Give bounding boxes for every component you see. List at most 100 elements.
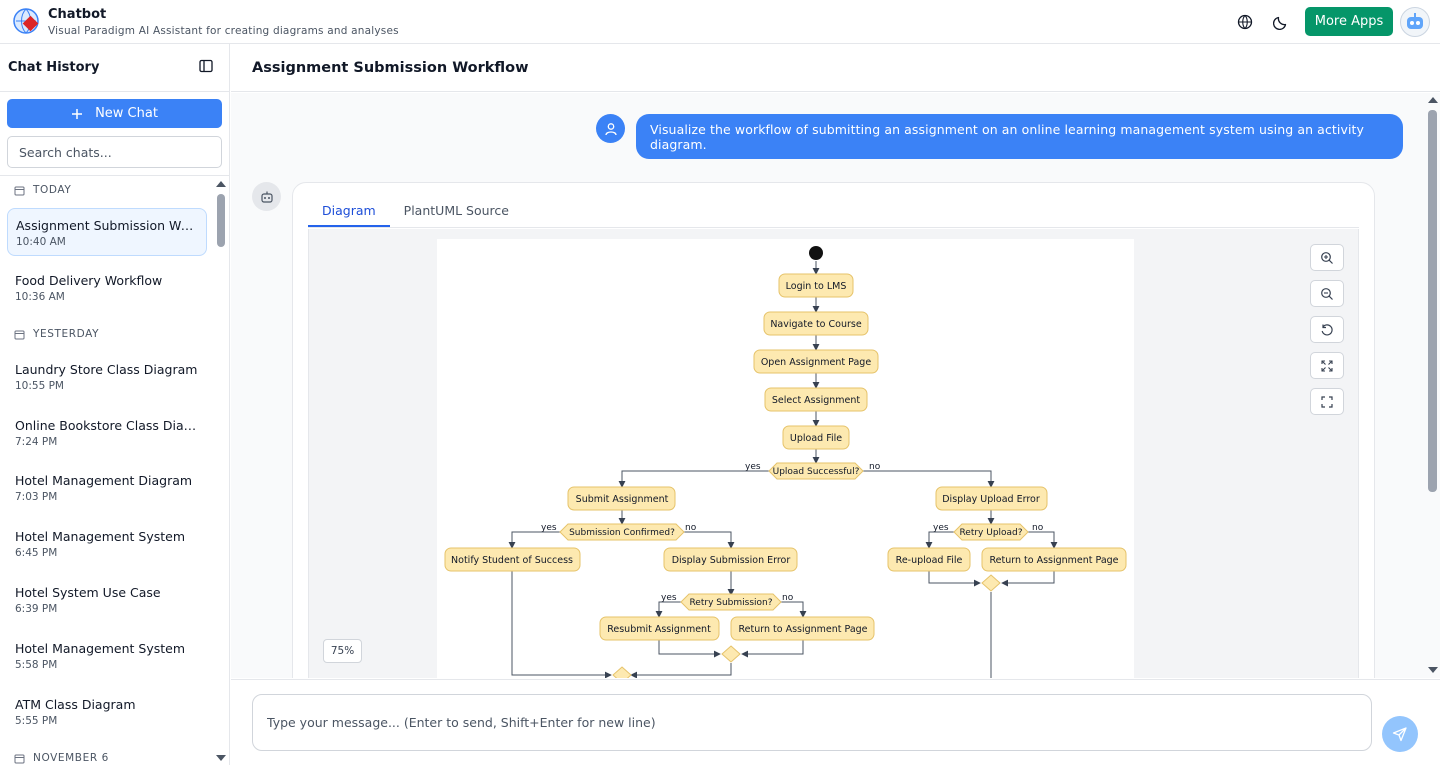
zoom-level-indicator: 75% xyxy=(323,639,362,663)
merge-node xyxy=(721,645,741,663)
svg-text:Open Assignment Page: Open Assignment Page xyxy=(761,357,872,368)
diagram-viewer[interactable]: Login to LMS Navigate to Course Open Ass… xyxy=(308,229,1359,678)
divider xyxy=(0,175,229,176)
action-notify-success: Notify Student of Success xyxy=(444,547,581,572)
scroll-up-icon[interactable] xyxy=(215,180,227,188)
chat-item[interactable]: Food Delivery Workflow 10:36 AM xyxy=(15,273,163,303)
chat-item[interactable]: Hotel Management System 6:45 PM xyxy=(15,529,186,559)
reset-icon xyxy=(1321,323,1333,335)
section-yesterday: YESTERDAY xyxy=(14,328,99,340)
chat-item[interactable]: Assignment Submission Workflow 10:40 AM xyxy=(7,208,207,256)
zoom-in-icon xyxy=(1321,251,1333,264)
svg-text:Navigate to Course: Navigate to Course xyxy=(770,319,862,330)
tab-diagram[interactable]: Diagram xyxy=(308,197,390,227)
message-input[interactable] xyxy=(252,694,1372,751)
app-logo-icon xyxy=(12,7,40,35)
decision-retry-upload: Retry Upload? xyxy=(953,523,1029,541)
zoom-out-icon xyxy=(1321,287,1333,300)
new-chat-button[interactable]: New Chat xyxy=(7,99,222,128)
svg-text:Upload Successful?: Upload Successful? xyxy=(773,467,860,477)
decision-retry-submission: Retry Submission? xyxy=(680,593,782,611)
branch-no-label: no xyxy=(782,593,794,603)
action-display-upload-error: Display Upload Error xyxy=(935,486,1048,511)
svg-text:Select Assignment: Select Assignment xyxy=(772,395,861,406)
svg-text:Return to Assignment Page: Return to Assignment Page xyxy=(738,624,867,635)
action-reupload: Re-upload File xyxy=(887,547,971,572)
action-display-submission-error: Display Submission Error xyxy=(663,547,798,572)
svg-text:Login to LMS: Login to LMS xyxy=(786,281,847,292)
message-input-bar xyxy=(231,679,1440,765)
svg-text:Upload File: Upload File xyxy=(790,433,842,444)
action-select: Select Assignment xyxy=(764,387,868,412)
activity-diagram-svg: Login to LMS Navigate to Course Open Ass… xyxy=(444,246,1127,678)
reset-view-button[interactable] xyxy=(1310,316,1344,343)
new-chat-label: New Chat xyxy=(95,106,158,121)
conversation-title: Assignment Submission Workflow xyxy=(252,60,529,76)
svg-text:Resubmit Assignment: Resubmit Assignment xyxy=(607,624,711,635)
scroll-down-icon[interactable] xyxy=(215,754,227,762)
chat-area: Visualize the workflow of submitting an … xyxy=(231,93,1426,678)
plus-icon xyxy=(72,108,83,119)
svg-text:Submit Assignment: Submit Assignment xyxy=(576,494,669,505)
svg-text:Retry Submission?: Retry Submission? xyxy=(689,598,772,608)
fit-icon xyxy=(1321,359,1333,372)
bot-avatar-icon xyxy=(252,182,281,211)
calendar-icon xyxy=(14,330,25,339)
sidebar: Chat History New Chat TODAY Assignment S… xyxy=(0,44,230,765)
scroll-up-icon[interactable] xyxy=(1427,96,1439,104)
scroll-down-icon[interactable] xyxy=(1427,666,1439,674)
user-message: Visualize the workflow of submitting an … xyxy=(636,114,1403,159)
sidebar-scroll-thumb[interactable] xyxy=(217,194,225,247)
svg-text:Display Upload Error: Display Upload Error xyxy=(942,494,1040,505)
decision-upload-successful: Upload Successful? xyxy=(768,462,864,480)
app-title: Chatbot xyxy=(48,7,107,22)
chat-item[interactable]: ATM Class Diagram 5:55 PM xyxy=(15,697,136,727)
chat-item[interactable]: Hotel Management System 5:58 PM xyxy=(15,641,186,671)
action-open-page: Open Assignment Page xyxy=(753,349,879,374)
fullscreen-button[interactable] xyxy=(1310,388,1344,415)
chat-history-list: TODAY Assignment Submission Workflow 10:… xyxy=(0,176,214,765)
more-apps-button[interactable]: More Apps xyxy=(1305,7,1393,36)
tab-plantuml-source[interactable]: PlantUML Source xyxy=(403,203,509,218)
svg-text:Retry Upload?: Retry Upload? xyxy=(959,528,1022,538)
action-resubmit: Resubmit Assignment xyxy=(599,616,720,641)
svg-text:Return to Assignment Page: Return to Assignment Page xyxy=(989,555,1118,566)
sidebar-scrollbar[interactable] xyxy=(215,179,227,764)
chat-item[interactable]: Laundry Store Class Diagram 10:55 PM xyxy=(15,362,198,392)
calendar-icon xyxy=(14,754,25,763)
app-subtitle: Visual Paradigm AI Assistant for creatin… xyxy=(48,25,399,37)
robot-avatar-icon[interactable] xyxy=(1400,7,1430,37)
branch-yes-label: yes xyxy=(541,523,557,533)
action-navigate: Navigate to Course xyxy=(763,311,869,336)
fit-view-button[interactable] xyxy=(1310,352,1344,379)
moon-icon[interactable] xyxy=(1271,12,1291,32)
svg-text:Re-upload File: Re-upload File xyxy=(896,555,963,566)
action-return-page: Return to Assignment Page xyxy=(981,547,1127,572)
branch-yes-label: yes xyxy=(745,462,761,472)
sidebar-header: Chat History xyxy=(0,44,229,92)
fullscreen-icon xyxy=(1321,395,1333,408)
zoom-out-button[interactable] xyxy=(1310,280,1344,307)
decision-submission-confirmed: Submission Confirmed? xyxy=(559,523,685,541)
svg-text:Display Submission Error: Display Submission Error xyxy=(672,555,791,566)
globe-icon[interactable] xyxy=(1235,12,1255,32)
section-today: TODAY xyxy=(14,184,71,196)
user-avatar-icon xyxy=(596,114,625,143)
main-scroll-thumb[interactable] xyxy=(1428,110,1437,492)
activity-diagram[interactable]: Login to LMS Navigate to Course Open Ass… xyxy=(437,239,1134,678)
svg-text:Notify Student of Success: Notify Student of Success xyxy=(451,555,573,566)
branch-no-label: no xyxy=(1032,523,1044,533)
section-november-6: NOVEMBER 6 xyxy=(14,752,109,764)
main-header: Assignment Submission Workflow xyxy=(231,44,1440,92)
send-button[interactable] xyxy=(1382,716,1418,752)
chat-item[interactable]: Online Bookstore Class Diagram 7:24 PM xyxy=(15,418,199,448)
branch-yes-label: yes xyxy=(933,523,949,533)
search-chats-input[interactable] xyxy=(7,136,222,168)
sidebar-toggle-icon[interactable] xyxy=(198,58,214,74)
view-tabs: Diagram PlantUML Source xyxy=(308,197,1359,228)
svg-text:Submission Confirmed?: Submission Confirmed? xyxy=(569,528,675,538)
chat-item[interactable]: Hotel Management Diagram 7:03 PM xyxy=(15,473,193,503)
zoom-in-button[interactable] xyxy=(1310,244,1344,271)
action-submit: Submit Assignment xyxy=(567,486,676,511)
chat-item[interactable]: Hotel System Use Case 6:39 PM xyxy=(15,585,161,615)
